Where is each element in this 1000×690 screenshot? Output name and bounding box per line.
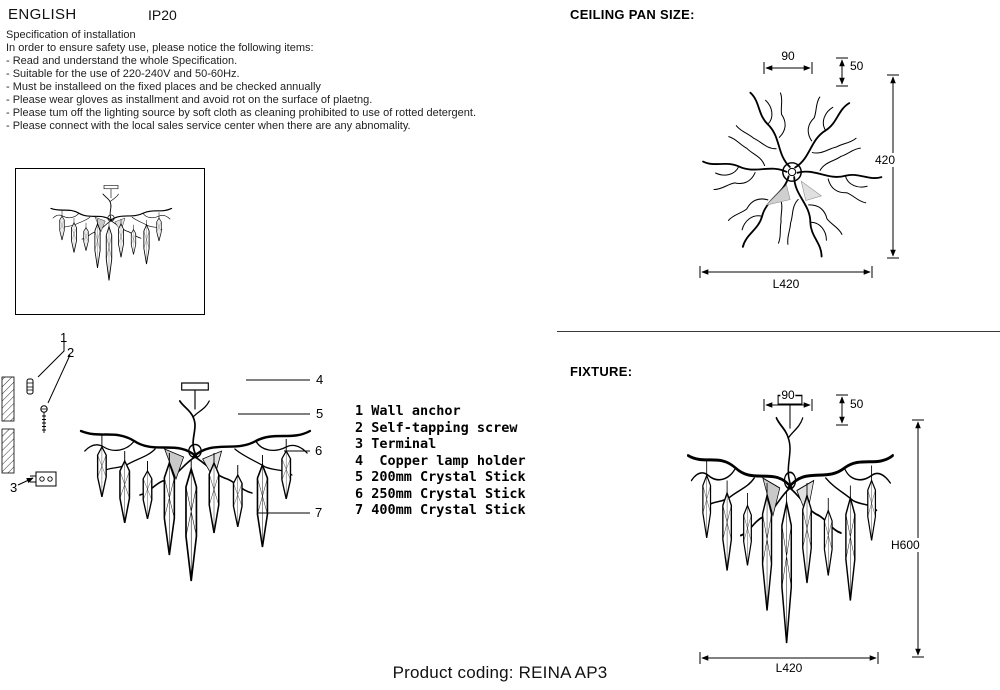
product-preview-box [15, 168, 205, 315]
spec-line: - Please wear gloves as installment and … [6, 94, 373, 106]
callout-1: 1 [60, 330, 68, 345]
parts-list-item: 3 Terminal [355, 436, 437, 452]
ceiling-dim-depth: 420 [874, 153, 897, 167]
parts-list-item: 7 400mm Crystal Stick [355, 502, 526, 518]
ceiling-pan-title: CEILING PAN SIZE: [570, 7, 695, 22]
fixture-title: FIXTURE: [570, 364, 633, 379]
parts-list-item: 5 200mm Crystal Stick [355, 469, 526, 485]
callout-4: 4 [316, 372, 324, 387]
parts-list: 1 Wall anchor 2 Self-tapping screw 3 Ter… [355, 403, 526, 519]
terminal-drawing [30, 471, 57, 487]
spec-line: - Suitable for the use of 220-240V and 5… [6, 68, 240, 80]
parts-list-item: 1 Wall anchor [355, 403, 461, 419]
spec-line: - Must be installeed on the fixed places… [6, 81, 321, 93]
spec-title: Specification of installation [6, 29, 136, 41]
ceiling-dim-offset: 50 [849, 59, 865, 73]
wall-anchor-drawing [26, 378, 34, 395]
product-coding: Product coding: REINA AP3 [392, 663, 608, 682]
spec-line: - Please connect with the local sales se… [6, 120, 411, 132]
parts-list-item: 4 Copper lamp holder [355, 452, 526, 469]
spec-line: - Read and understand the whole Specific… [6, 55, 238, 67]
screw-drawing [40, 405, 48, 433]
parts-list-item: 2 Self-tapping screw [355, 419, 518, 436]
ceiling-dim-width: 90 [780, 49, 796, 63]
product-preview-drawing [16, 169, 204, 314]
installation-diagram [1, 341, 350, 655]
spec-line: - Please tum off the lighting source by … [6, 107, 477, 119]
fixture-dim-length: L420 [774, 661, 804, 675]
fixture-dim-width: 90 [780, 388, 796, 402]
callout-6: 6 [315, 443, 323, 458]
fixture-drawing [557, 394, 924, 664]
specification-text: Specification of installation In order t… [6, 29, 546, 133]
parts-list-item: 6 250mm Crystal Stick [355, 485, 526, 502]
spec-intro: In order to ensure safety use, please no… [6, 42, 314, 54]
callout-7: 7 [315, 505, 323, 520]
ip-rating: IP20 [148, 7, 177, 23]
fixture-dim-height: H600 [890, 538, 921, 552]
callout-2: 2 [67, 345, 75, 360]
callout-3: 3 [10, 480, 18, 495]
panel-divider [557, 331, 1000, 332]
fixture-dim-offset: 50 [849, 397, 865, 411]
ceiling-dim-length: L420 [771, 277, 801, 291]
callout-5: 5 [316, 406, 324, 421]
language-title: ENGLISH [8, 6, 77, 23]
